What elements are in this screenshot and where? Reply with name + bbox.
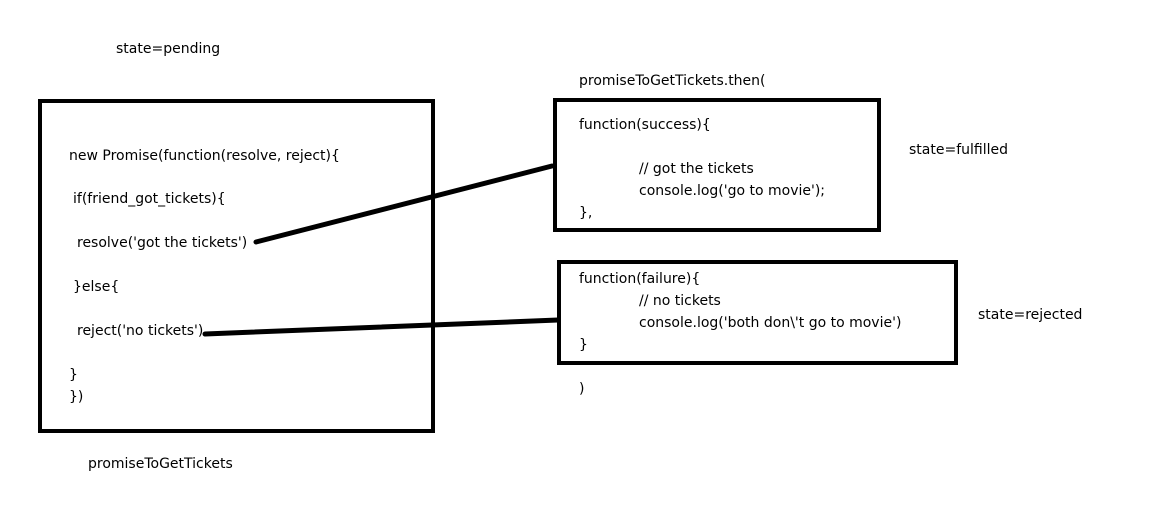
state-pending-label: state=pending [116, 41, 221, 57]
promise-line: if(friend_got_tickets){ [73, 191, 226, 207]
promise-box [38, 99, 435, 433]
promise-line: } [69, 367, 78, 383]
promise-line: resolve('got the tickets') [77, 235, 248, 251]
reject-to-failure-connector [202, 317, 561, 337]
failure-line: } [579, 337, 588, 353]
then-close-label: ) [579, 381, 585, 397]
failure-handler-box [557, 260, 958, 365]
promise-name-label: promiseToGetTickets [88, 456, 233, 472]
promise-line: }else{ [73, 279, 120, 295]
success-line: // got the tickets [639, 161, 754, 177]
then-open-label: promiseToGetTickets.then( [579, 73, 766, 89]
failure-line: // no tickets [639, 293, 721, 309]
promise-line: reject('no tickets') [77, 323, 204, 339]
failure-line: function(failure){ [579, 271, 701, 287]
success-line: console.log('go to movie'); [639, 183, 826, 199]
success-line: }, [579, 205, 593, 221]
success-line: function(success){ [579, 117, 711, 133]
promise-line: }) [69, 389, 84, 405]
state-fulfilled-label: state=fulfilled [909, 142, 1008, 158]
failure-line: console.log('both don\'t go to movie') [639, 315, 902, 331]
promise-line: new Promise(function(resolve, reject){ [69, 148, 340, 164]
success-handler-box [553, 98, 881, 232]
state-rejected-label: state=rejected [978, 307, 1083, 323]
resolve-to-success-connector [253, 163, 555, 245]
